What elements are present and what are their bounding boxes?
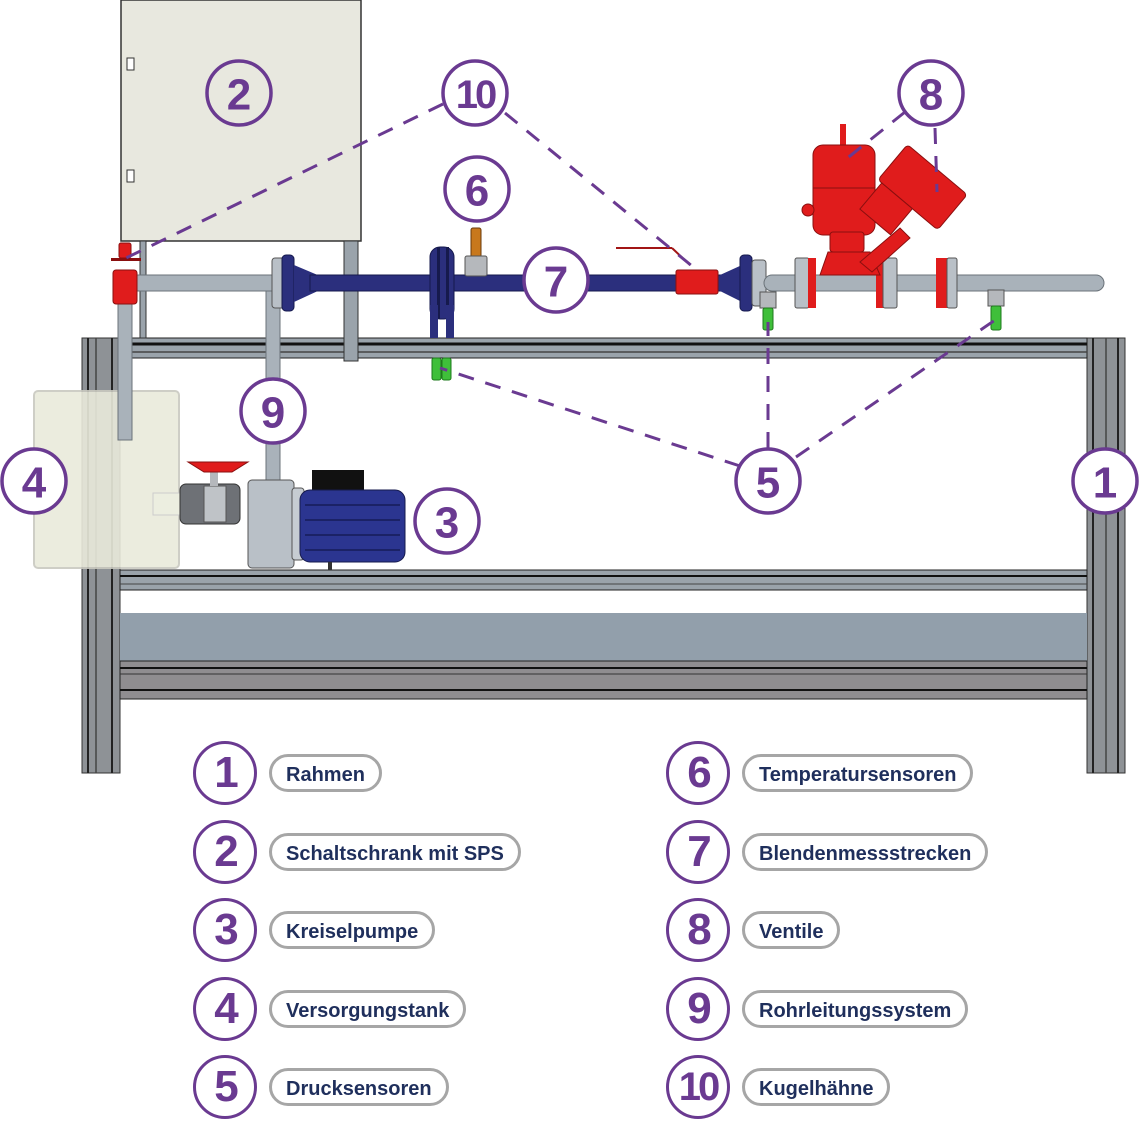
callout-badge-8: 8 bbox=[897, 59, 965, 127]
legend-number-badge: 2 bbox=[193, 819, 257, 884]
callout-circle bbox=[734, 447, 802, 515]
callout-number: 10 bbox=[456, 73, 496, 117]
callout-badge-3: 3 bbox=[413, 487, 481, 555]
leader-lines bbox=[125, 102, 999, 468]
legend-number-badge: 9 bbox=[666, 976, 730, 1041]
legend-item: 2 Schaltschrank mit SPS bbox=[193, 819, 521, 884]
callout-badge-2: 2 bbox=[205, 59, 273, 127]
callout-number: 9 bbox=[261, 389, 285, 438]
legend-item: 1 Rahmen bbox=[193, 741, 382, 805]
callout-badge-7: 7 bbox=[522, 246, 590, 314]
callout-number: 7 bbox=[544, 258, 568, 307]
leader-5-to-sensor-a bbox=[439, 366, 741, 468]
legend-item: 4 Versorgungstank bbox=[193, 976, 467, 1041]
callout-badges: 1 2 3 4 5 6 7 8 9 10 bbox=[0, 59, 1139, 555]
callout-number: 6 bbox=[465, 167, 489, 216]
ball-valve-1 bbox=[111, 242, 141, 305]
pipe-grey-right bbox=[763, 274, 1105, 292]
callout-circle bbox=[522, 246, 590, 314]
callout-circle bbox=[443, 155, 511, 223]
legend-item: 10 Kugelhähne bbox=[666, 1055, 891, 1119]
leader-10-to-valve-1 bbox=[125, 102, 444, 260]
callout-badge-6: 6 bbox=[443, 155, 511, 223]
frame-middle-beam bbox=[119, 569, 1088, 591]
legend-number-badge: 1 bbox=[193, 741, 257, 805]
legend-label: Kugelhähne bbox=[742, 1068, 891, 1106]
callout-badge-1: 1 bbox=[1071, 447, 1139, 515]
legend-label: Blendenmessstrecken bbox=[742, 832, 989, 871]
legend-item: 5 Drucksensoren bbox=[193, 1055, 449, 1119]
callout-circle bbox=[441, 59, 509, 127]
callout-circle bbox=[0, 447, 68, 515]
valve-flanges bbox=[794, 257, 958, 309]
legend-label: Versorgungstank bbox=[269, 989, 467, 1028]
legend-label: Drucksensoren bbox=[269, 1068, 449, 1106]
legend-item: 7 Blendenmessstrecken bbox=[666, 819, 989, 884]
legend-label: Temperatursensoren bbox=[742, 754, 974, 792]
legend-item: 6 Temperatursensoren bbox=[666, 741, 974, 805]
frame-bottom-beam bbox=[119, 660, 1088, 700]
legend-number-badge: 8 bbox=[666, 898, 730, 962]
legend-number-badge: 4 bbox=[193, 976, 257, 1041]
pressure-sensors bbox=[431, 289, 1005, 381]
callout-badge-10: 10 bbox=[441, 59, 509, 127]
legend-number-badge: 10 bbox=[666, 1055, 730, 1119]
callout-number: 4 bbox=[22, 459, 47, 508]
legend-label: Kreiselpumpe bbox=[269, 911, 436, 949]
callout-circle bbox=[239, 377, 307, 445]
callout-circle bbox=[1071, 447, 1139, 515]
callout-number: 5 bbox=[756, 459, 780, 508]
temperature-sensor bbox=[464, 227, 488, 277]
legend-label: Rahmen bbox=[269, 754, 382, 792]
control-cabinet bbox=[120, 0, 362, 362]
legend-label: Schaltschrank mit SPS bbox=[269, 832, 521, 871]
leader-8-to-actuator bbox=[844, 110, 906, 162]
callout-badge-4: 4 bbox=[0, 447, 68, 515]
callout-badge-9: 9 bbox=[239, 377, 307, 445]
leader-8-to-positioner bbox=[933, 127, 939, 193]
leader-10-to-valve-2 bbox=[504, 111, 693, 268]
leader-5-to-sensor-c bbox=[795, 316, 999, 459]
legend-label: Ventile bbox=[742, 911, 841, 949]
legend-item: 3 Kreiselpumpe bbox=[193, 898, 436, 962]
pipe-grey-left bbox=[121, 274, 283, 292]
callout-number: 8 bbox=[919, 71, 943, 120]
callout-badge-5: 5 bbox=[734, 447, 802, 515]
legend-label: Rohrleitungssystem bbox=[742, 989, 969, 1028]
callout-number: 1 bbox=[1093, 459, 1117, 508]
centrifugal-pump bbox=[152, 461, 406, 570]
legend-number-badge: 5 bbox=[193, 1055, 257, 1119]
frame bbox=[81, 337, 1126, 774]
frame-panel bbox=[120, 613, 1087, 661]
legend-number-badge: 6 bbox=[666, 741, 730, 805]
legend-item: 8 Ventile bbox=[666, 898, 841, 962]
callout-circle bbox=[897, 59, 965, 127]
legend-item: 9 Rohrleitungssystem bbox=[666, 976, 969, 1041]
legend-number-badge: 3 bbox=[193, 898, 257, 962]
callout-number: 2 bbox=[227, 71, 251, 120]
legend-number-badge: 7 bbox=[666, 819, 730, 884]
callout-circle bbox=[205, 59, 273, 127]
callout-circle bbox=[413, 487, 481, 555]
angle-seat-valve bbox=[801, 124, 967, 276]
callout-number: 3 bbox=[435, 499, 459, 548]
